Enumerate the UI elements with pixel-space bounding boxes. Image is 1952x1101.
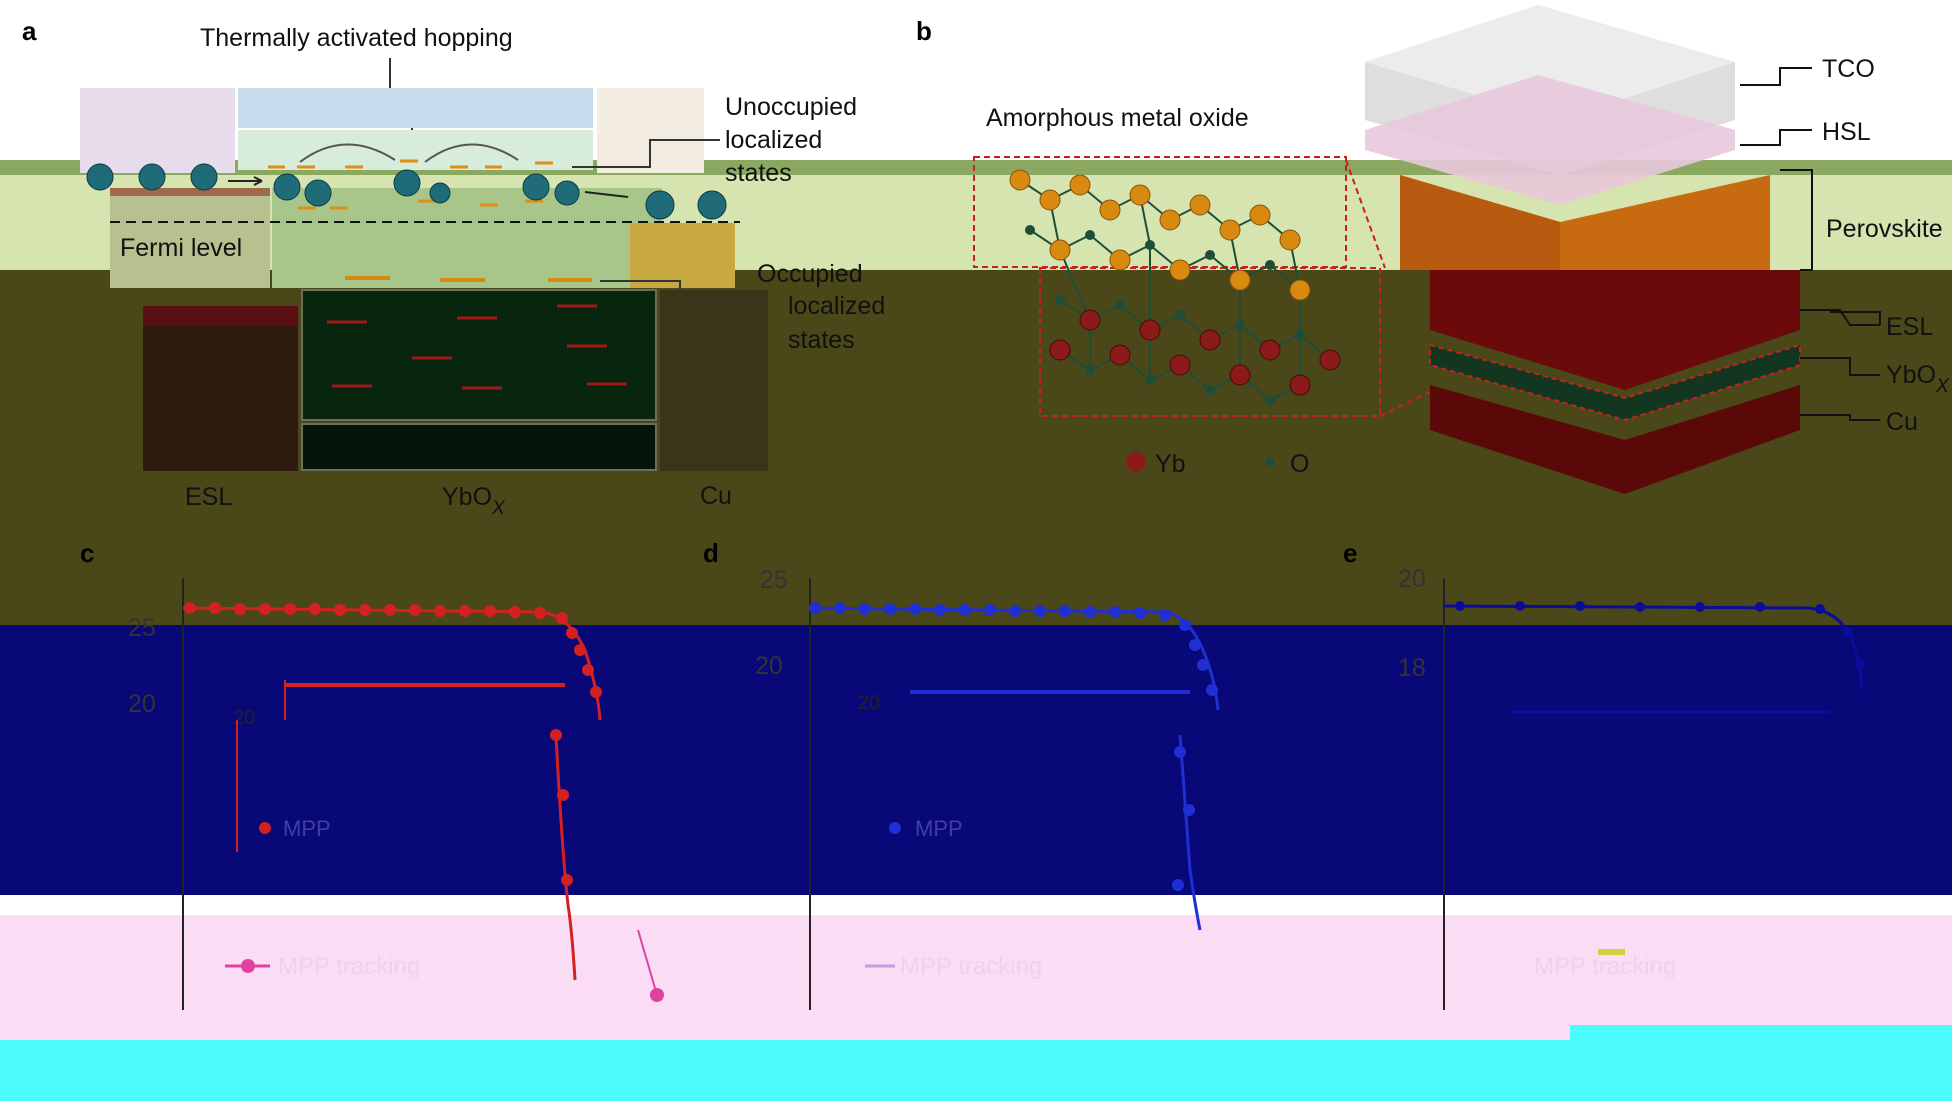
curve-d-markers xyxy=(809,602,1218,696)
inset-d-legend-marker xyxy=(889,822,901,834)
ybox-label-b-subscript: X xyxy=(1935,376,1950,397)
cu-dark-block xyxy=(660,290,768,471)
curve-e-markers xyxy=(1455,601,1865,670)
unoccupied-label-3: states xyxy=(725,159,792,187)
esl-label-a: ESL xyxy=(185,483,232,511)
ybox-red-dashes xyxy=(327,304,627,390)
o-legend-marker xyxy=(1265,457,1275,467)
ytick-c-20: 20 xyxy=(128,690,156,718)
oxide-yb-atoms xyxy=(1049,309,1341,396)
esl-dark-stripe xyxy=(143,306,298,326)
oxide-o-atoms xyxy=(1025,225,1305,405)
bg-navy-band xyxy=(0,625,1952,895)
zoom-projection-lines xyxy=(1345,159,1431,417)
ytick-e-18: 18 xyxy=(1398,654,1426,682)
ybox-block-mid xyxy=(238,130,593,170)
bg-cyan-band xyxy=(0,1040,1952,1101)
esl-block-top xyxy=(80,88,235,173)
perovskite-front xyxy=(1400,175,1560,270)
ybox-label-a-base: YbO xyxy=(442,483,492,511)
bg-white-strip xyxy=(0,895,1952,915)
inset-d-tick: 20 xyxy=(858,692,880,714)
unoccupied-leader xyxy=(572,139,720,168)
curve-c-lower-markers xyxy=(550,729,573,886)
cu-layer xyxy=(1430,385,1800,494)
cu-label-b: Cu xyxy=(1886,408,1918,436)
esl-layer xyxy=(1430,270,1800,390)
esl-dark-block xyxy=(143,306,298,471)
unoccupied-label-2: localized xyxy=(725,126,822,154)
tco-top-face xyxy=(1365,5,1735,120)
legend-c-label: MPP tracking xyxy=(278,953,420,980)
panel-label-c: c xyxy=(80,538,94,568)
esl-label-b: ESL xyxy=(1886,313,1933,341)
ybox-dark-block xyxy=(301,289,657,421)
hopping-label: Thermally activated hopping xyxy=(200,24,513,52)
ytick-c-25: 25 xyxy=(128,614,156,642)
oxide-orange-atoms xyxy=(1009,169,1311,301)
legend-e-label: MPP tracking xyxy=(1534,953,1676,980)
curve-c-lower xyxy=(554,734,577,981)
panel-label-d: d xyxy=(703,538,719,568)
fermi-level-label: Fermi level xyxy=(120,234,242,262)
curve-d-lower xyxy=(1178,734,1202,931)
bg-cyan-step xyxy=(1570,1025,1952,1040)
hopping-arrows xyxy=(299,143,519,163)
occupied-label-1: Occupied xyxy=(757,260,863,288)
panel-label-a: a xyxy=(22,16,37,46)
bg-pink-band xyxy=(0,915,1952,1040)
atom-zoom-box-upper xyxy=(973,156,1347,268)
yb-legend-marker xyxy=(1126,452,1146,472)
ybox-dark-lower xyxy=(301,423,657,471)
ybox-label-a-subscript: X xyxy=(491,498,506,519)
electron-path-arrows xyxy=(228,176,629,198)
yb-legend-label: Yb xyxy=(1155,450,1186,478)
ybox-block-top xyxy=(238,88,593,128)
ytick-e-20: 20 xyxy=(1398,565,1426,593)
ybox-label-b-base: YbO xyxy=(1886,361,1936,389)
inset-c-legend-marker xyxy=(259,822,271,834)
occupied-state-dashes xyxy=(345,276,592,282)
atom-zoom-box-lower xyxy=(1039,267,1381,417)
o-legend-label: O xyxy=(1290,450,1309,478)
perovskite-label: Perovskite xyxy=(1826,215,1943,243)
pink-line-c xyxy=(637,929,658,996)
hsl-layer xyxy=(1365,75,1735,205)
unoccupied-state-dashes xyxy=(268,159,553,210)
unoccupied-label-1: Unoccupied xyxy=(725,93,857,121)
ybox-green-body xyxy=(272,188,662,288)
esl-rust-stripe xyxy=(110,188,270,196)
stack-label-leaders xyxy=(1740,67,1881,421)
panel-label-e: e xyxy=(1343,538,1357,568)
cu-gold-body xyxy=(630,223,735,288)
cu-label-a: Cu xyxy=(700,482,732,510)
ytick-d-20: 20 xyxy=(755,652,783,680)
tco-label: TCO xyxy=(1822,55,1875,83)
esl-green-body xyxy=(110,188,270,288)
hsl-label: HSL xyxy=(1822,118,1871,146)
ytick-d-25: 25 xyxy=(760,566,788,594)
electron-spheres xyxy=(86,163,727,220)
panel-label-b: b xyxy=(916,16,932,46)
curve-d-lower-markers xyxy=(1172,746,1195,891)
inset-c-tick: 20 xyxy=(233,707,255,729)
ybox-label-b: YbOX xyxy=(1886,361,1950,397)
ybox-label-a: YbOX xyxy=(442,483,506,519)
ybox-layer xyxy=(1429,343,1801,422)
curve-c-markers xyxy=(184,602,602,698)
inset-d-legend: MPP xyxy=(915,816,963,841)
occupied-label-2: localized xyxy=(788,292,885,320)
occupied-label-3: states xyxy=(788,326,855,354)
inset-c-legend: MPP xyxy=(283,816,331,841)
amorphous-oxide-title: Amorphous metal oxide xyxy=(986,104,1249,132)
legend-d-label: MPP tracking xyxy=(900,953,1042,980)
